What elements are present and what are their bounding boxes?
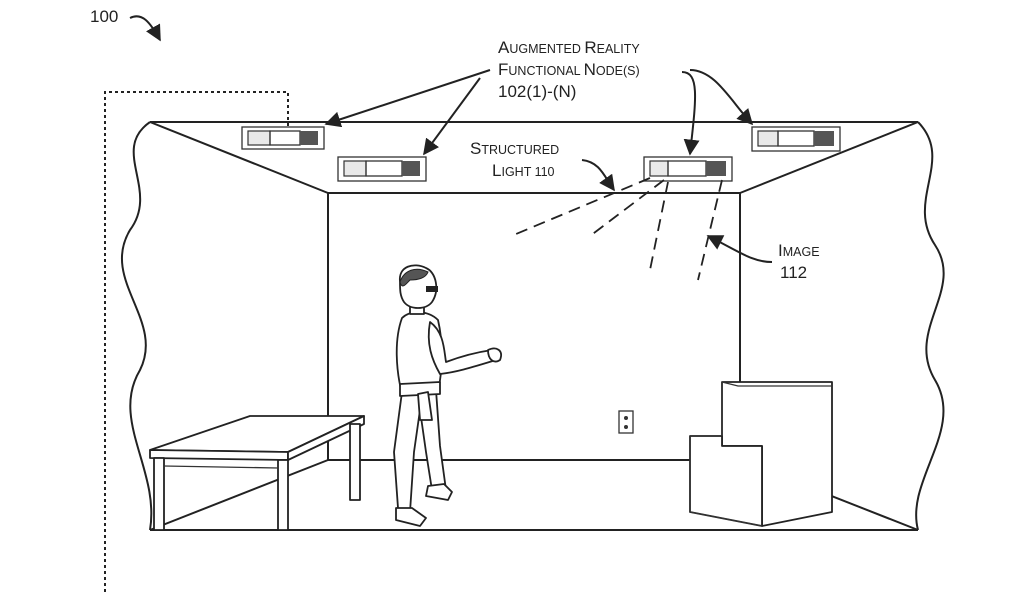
label-structured-light: STRUCTURED LIGHT 110 xyxy=(470,139,615,192)
svg-text:102(1)-(N): 102(1)-(N) xyxy=(498,82,576,101)
svg-text:STRUCTURED: STRUCTURED xyxy=(470,139,559,158)
right-wavy-edge xyxy=(915,121,945,531)
svg-text:AUGMENTED REALITY: AUGMENTED REALITY xyxy=(498,38,640,57)
label-image: IMAGE 112 xyxy=(706,235,820,282)
ar-node-4 xyxy=(751,126,841,152)
svg-text:112: 112 xyxy=(780,263,807,282)
person xyxy=(393,264,502,527)
ar-node-2 xyxy=(337,156,427,182)
ar-node-3 xyxy=(643,156,733,182)
leaders-ar-nodes xyxy=(324,69,754,156)
wall-outlet xyxy=(618,410,634,434)
figure-reference-arrow xyxy=(129,15,161,42)
chair xyxy=(689,381,833,527)
svg-text:IMAGE: IMAGE xyxy=(778,241,820,260)
label-ar-nodes: AUGMENTED REALITY FUNCTIONAL NODE(S) 102… xyxy=(498,38,640,101)
ar-node-1 xyxy=(241,126,325,150)
svg-text:FUNCTIONAL NODE(S): FUNCTIONAL NODE(S) xyxy=(498,60,640,79)
svg-text:LIGHT 110: LIGHT 110 xyxy=(492,161,555,180)
table xyxy=(149,415,365,531)
left-wavy-edge xyxy=(120,121,153,531)
figure-reference-number: 100 xyxy=(90,7,118,26)
structured-light-beams xyxy=(515,177,723,281)
